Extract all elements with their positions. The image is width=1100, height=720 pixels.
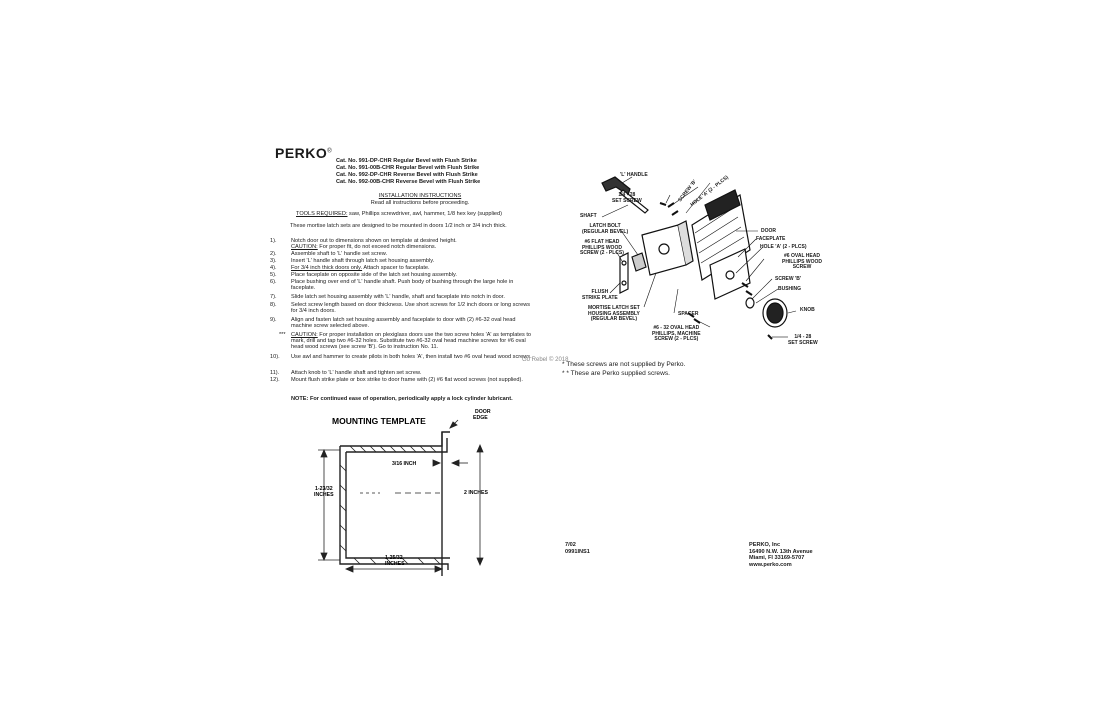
catalog-line: Cat. No. 992-DP-CHR Reverse Bevel with F… [336,172,478,178]
label-shaft: SHAFT [580,213,597,219]
label-screw-b-right: SCREW 'B' [775,276,801,282]
step-text: Notch door out to dimensions shown on te… [291,238,457,244]
instructions-heading-block: INSTALLATION INSTRUCTIONS Read all instr… [320,193,520,206]
dim-depth-label: 1-25/32 [385,555,403,561]
step-text: Slide latch set housing assembly with 'L… [291,294,505,300]
catalog-numbers: Cat. No. 991-DP-CHR Regular Bevel with F… [336,158,480,186]
step-text: Select screw length based on door thickn… [291,302,531,315]
dim-2-label: 2 INCHES [464,490,488,496]
step-text: Place faceplate on opposite side of the … [291,272,457,278]
step-number: *** [279,332,286,338]
label-faceplate: FACEPLATE [756,236,786,242]
step-text: For 3/4 inch thick doors only. Attach sp… [291,265,430,271]
intro-text: These mortise latch sets are designed to… [290,223,507,229]
label-bushing: BUSHING [778,286,802,292]
step-number: 6). [270,279,277,285]
step-number: 1). [270,238,277,244]
doc-date: 7/02 [565,542,576,548]
step-text: Place bushing over end of 'L' handle sha… [291,279,514,292]
label-spacer: SPACER [678,311,699,317]
dim-height-label: 1-23/32 [315,486,333,492]
step-number: 9). [270,317,277,323]
label-knob: KNOB [800,307,815,313]
catalog-line: Cat. No. 991-DP-CHR Regular Bevel with F… [336,158,477,164]
step-number: 11). [270,370,280,376]
step-text: Mount flush strike plate or box strike t… [291,377,523,383]
catalog-line: Cat. No. 992-00B-CHR Reverse Bevel with … [336,179,481,185]
company-address: PERKO, Inc 16490 N.W. 13th Avenue Miami,… [749,542,813,568]
step-number: 8). [270,302,277,308]
step-text: Insert 'L' handle shaft through latch se… [291,258,435,264]
step-number: 12). [270,377,280,383]
step-number: 7). [270,294,277,300]
mounting-template-figure: MOUNTING TEMPLATE DOOR EDGE 3/16 INCH 2 … [314,409,491,576]
step-number: 3). [270,258,277,264]
step-number: 10). [270,354,280,360]
dim-3-16-label: 3/16 INCH [392,461,416,467]
step-text: Use awl and hammer to create pilots in b… [291,354,532,360]
step-text: Align and fasten latch set housing assem… [291,317,516,330]
dim-height-label: INCHES [314,492,334,498]
step-number: 2). [270,251,277,257]
instructions-heading: INSTALLATION INSTRUCTIONS [378,193,462,199]
step-text: Attach knob to 'L' handle shaft and tigh… [291,370,422,376]
door-edge-label: DOOR [475,409,491,415]
doc-code: 0991INS1 [565,548,590,555]
tools-required: TOOLS REQUIRED: saw, Phillips screwdrive… [296,211,503,217]
label-door: DOOR [761,228,776,234]
label-l-handle: 'L' HANDLE [620,172,648,178]
step-number: 5). [270,272,277,278]
label-latch-bolt: LATCH BOLT(REGULAR BEVEL) [582,223,629,235]
lubricant-note: NOTE: For continued ease of operation, p… [291,396,513,402]
step-number: 4). [270,265,277,271]
exploded-assembly-diagram [601,176,797,340]
instructions-subheading: Read all instructions before proceeding. [370,199,470,206]
template-title: MOUNTING TEMPLATE [332,416,426,426]
step-text: Assemble shaft to 'L' handle set screw. [291,251,388,257]
door-edge-label: EDGE [473,415,488,421]
screw-note: * * These are Perko supplied screws. [562,370,670,377]
watermark: Go Rebel © 2018 [522,357,569,363]
brand-logo: PERKO® [275,145,333,161]
step-text: CAUTION: For proper installation on plex… [291,332,531,351]
screw-note: * These screws are not supplied by Perko… [562,361,686,368]
step-text: CAUTION: For proper fit, do not exceed n… [291,244,437,250]
dim-depth-label: INCHES [385,561,405,567]
label-hole-a-right: HOLE 'A' (2 - PLCS) [760,244,807,250]
catalog-line: Cat. No. 991-00B-CHR Regular Bevel with … [336,165,480,171]
doc-date-block: 7/02 0991INS1 [565,542,590,555]
